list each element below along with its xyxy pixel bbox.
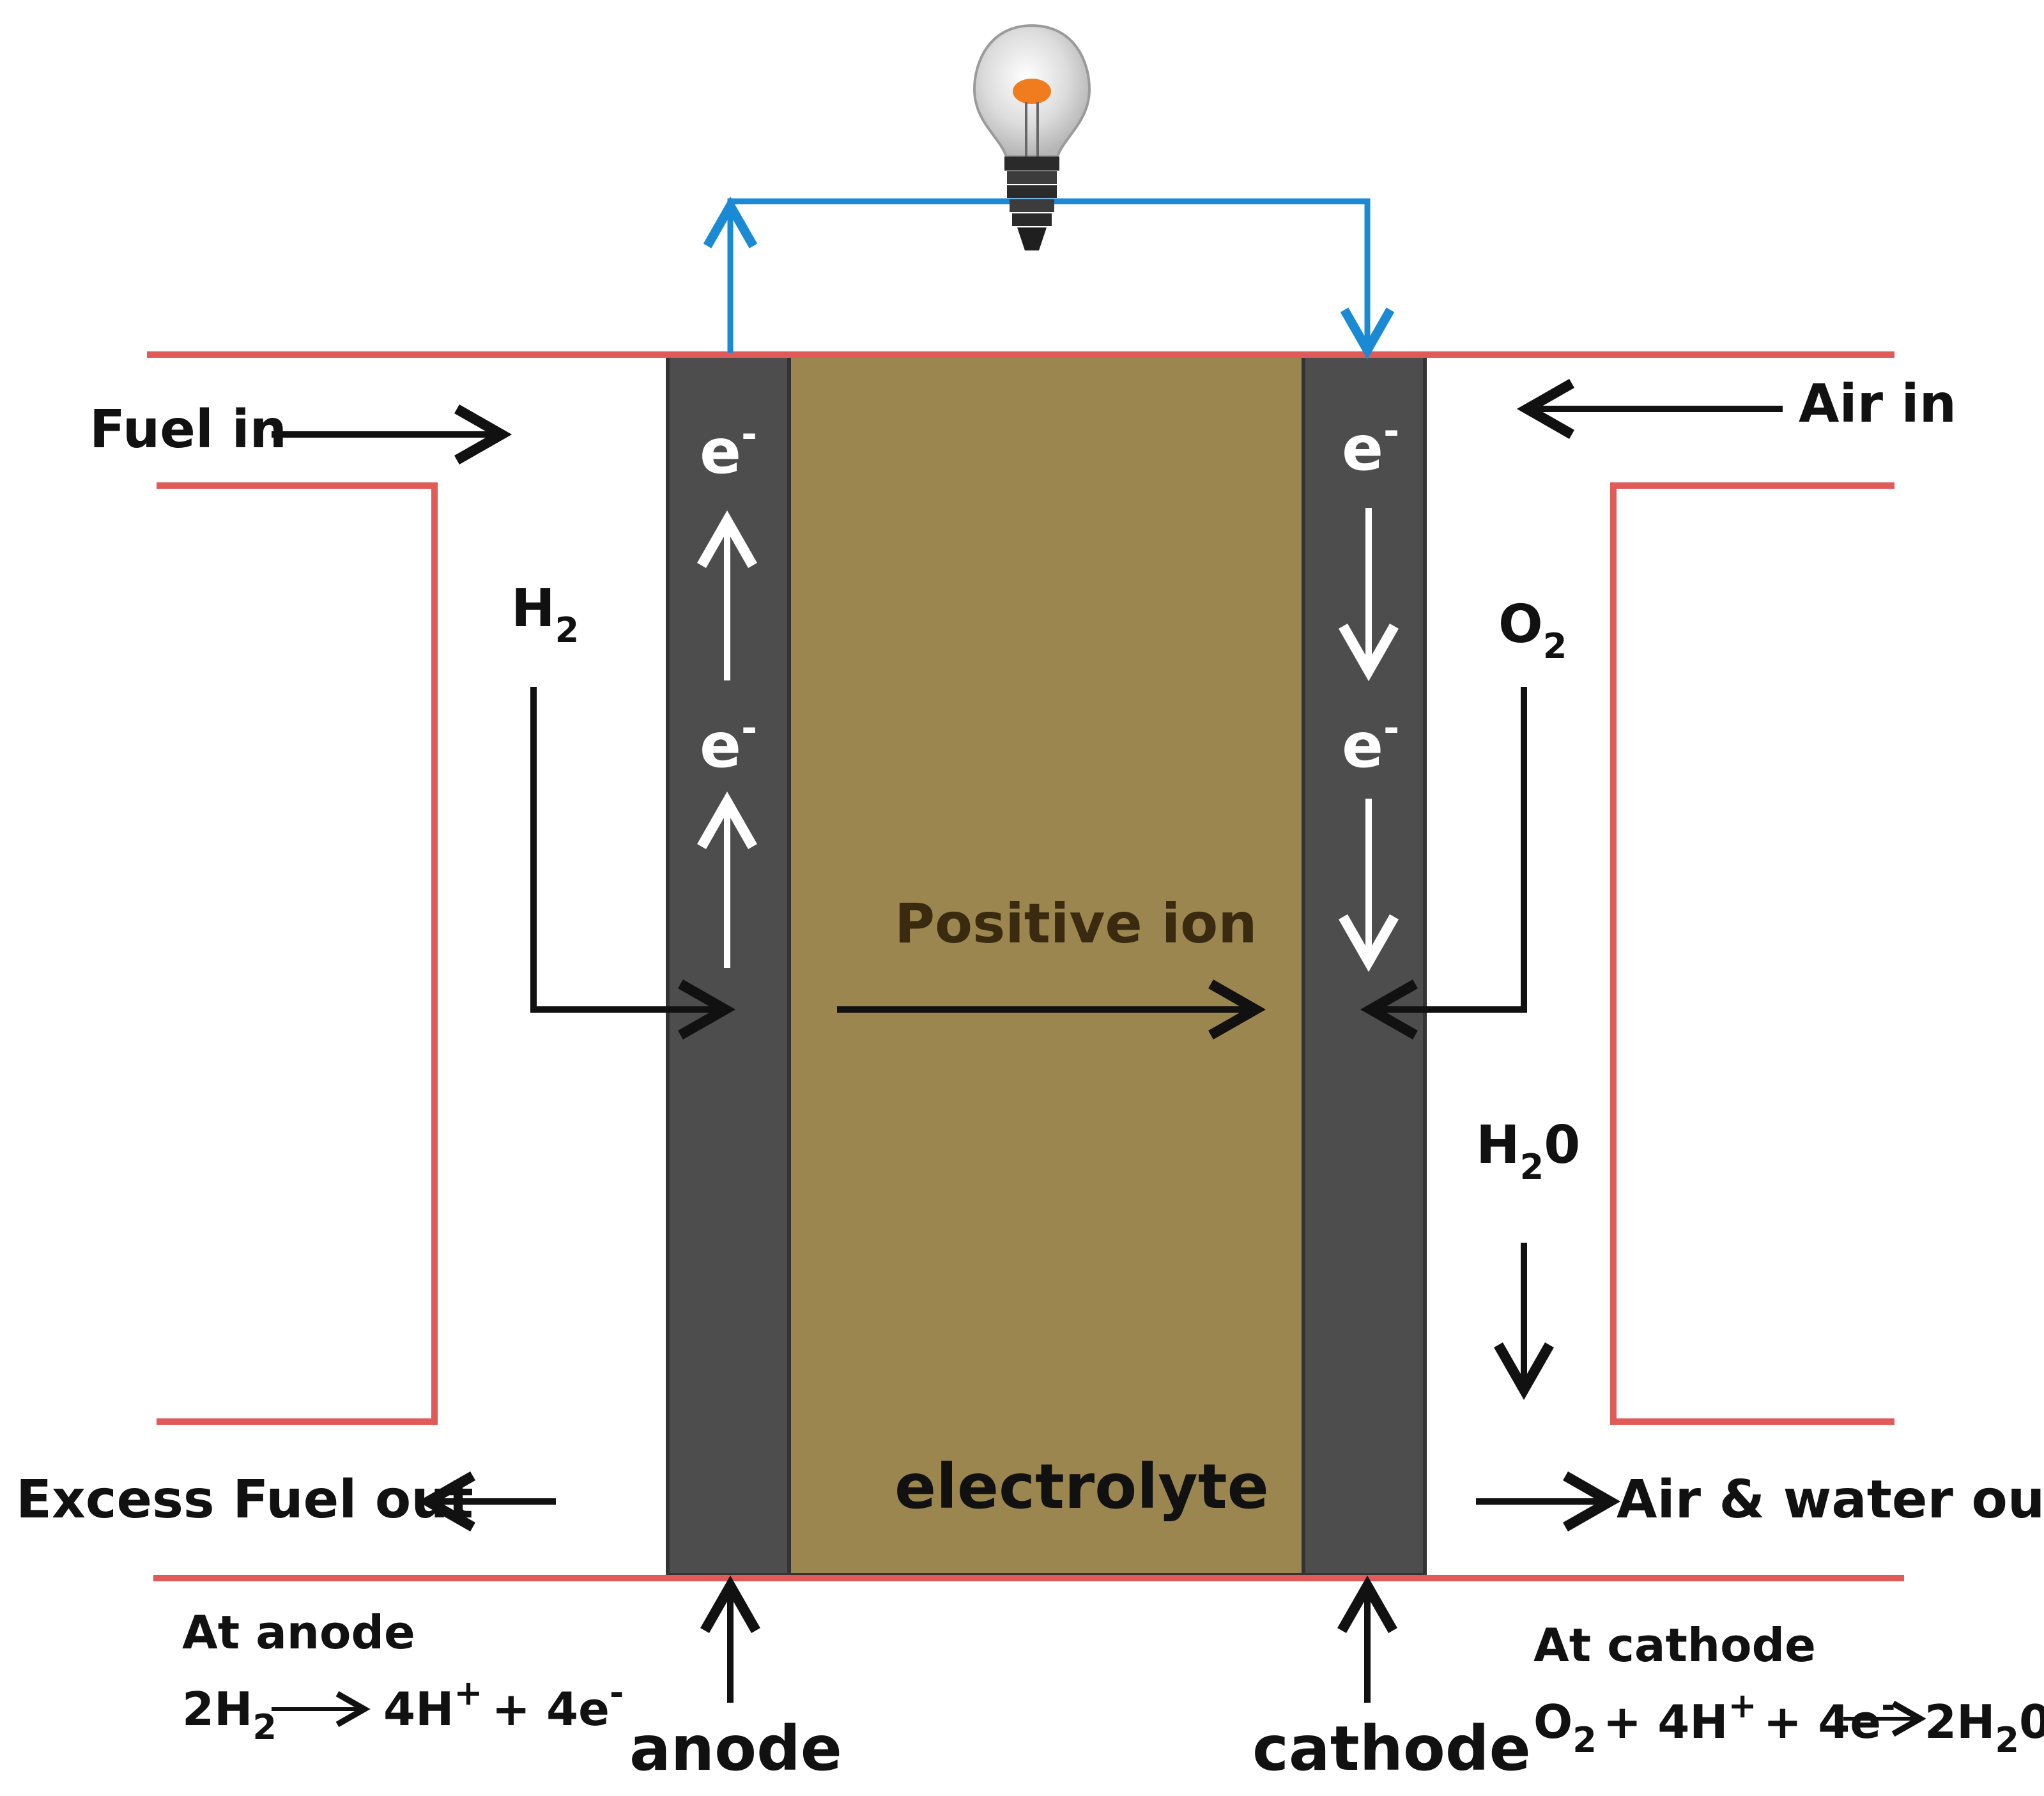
cathode-label: cathode [1252,1713,1531,1784]
o2-flow-arrow [1360,687,1527,1040]
electron-label: e- [1342,409,1399,484]
flow-arrows [272,379,1926,1737]
cathode-equation-rhs: 2H20 [1925,1695,2044,1760]
cathode-electrons: e- e- [1339,409,1399,972]
air-water-out-label: Air & water out [1617,1470,2044,1530]
electrolyte-label: electrolyte [895,1451,1269,1523]
positive-ion-label: Positive ion [895,892,1257,956]
air-in-label: Air in [1799,374,1956,434]
electron-label: e- [1342,706,1399,781]
anode-label: anode [629,1713,842,1784]
h2o-label: H20 [1476,1115,1580,1187]
excess-fuel-out-label: Excess Fuel out [16,1470,473,1530]
cathode-equation-lhs: O2+ 4H++ 4e- [1533,1685,1896,1760]
electron-label: e- [700,706,757,781]
h2-label: H2 [511,578,579,650]
electron-label: e- [700,412,757,487]
electrolyte-layer [787,353,1305,1577]
anode-equation-lhs: 2H2 [182,1682,277,1747]
cathode-electrode [1302,353,1427,1577]
fuel-in-label: Fuel in [89,399,287,460]
housing-outline [147,351,1904,1581]
anode-equation-rhs: 4H++ 4e- [383,1673,624,1736]
anode-equation-title: At anode [182,1606,415,1659]
light-bulb-icon [972,24,1091,250]
h2-flow-arrow [530,687,736,1040]
anode-electrons: e- e- [697,412,757,968]
o2-label: O2 [1498,594,1567,666]
cathode-equation-title: At cathode [1533,1618,1816,1672]
